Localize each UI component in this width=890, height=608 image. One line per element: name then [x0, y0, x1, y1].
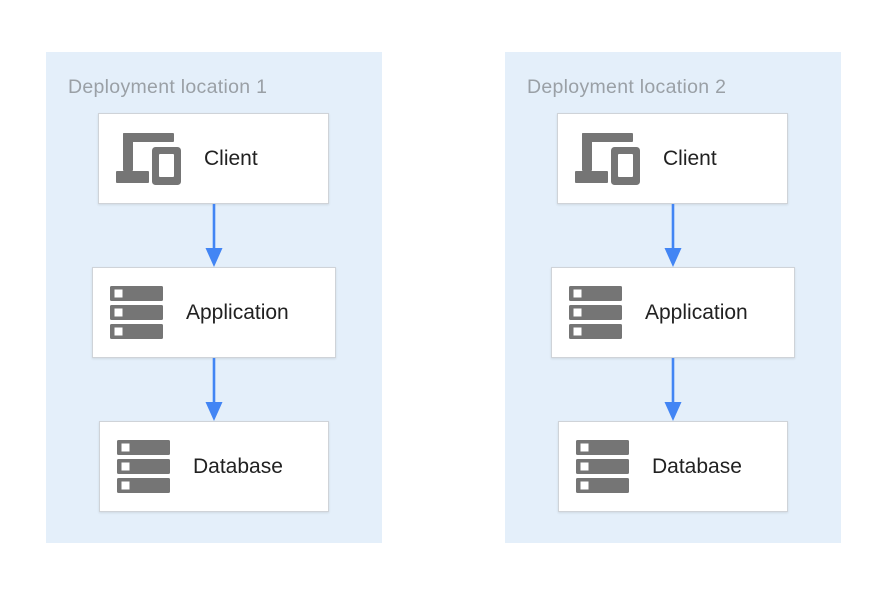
- node-label: Database: [193, 454, 283, 478]
- database-node: Database: [99, 421, 329, 512]
- panel-title: Deployment location 2: [527, 76, 727, 98]
- panel-title: Deployment location 1: [68, 76, 268, 98]
- node-label: Client: [663, 146, 717, 170]
- deployment-location-1-panel: Deployment location 1 Client: [46, 52, 382, 543]
- application-node: Application: [92, 267, 336, 358]
- client-node: Client: [98, 113, 329, 204]
- database-node: Database: [558, 421, 788, 512]
- node-label: Application: [186, 300, 289, 324]
- server-stack-icon: [110, 286, 163, 339]
- server-stack-icon: [569, 286, 622, 339]
- server-stack-icon: [576, 440, 629, 493]
- arrow-down-icon: [664, 204, 682, 267]
- arrow-down-icon: [205, 204, 223, 267]
- node-label: Client: [204, 146, 258, 170]
- devices-icon: [116, 132, 181, 185]
- arrow-down-icon: [664, 358, 682, 421]
- client-node: Client: [557, 113, 788, 204]
- application-node: Application: [551, 267, 795, 358]
- node-label: Application: [645, 300, 748, 324]
- node-label: Database: [652, 454, 742, 478]
- server-stack-icon: [117, 440, 170, 493]
- devices-icon: [575, 132, 640, 185]
- arrow-down-icon: [205, 358, 223, 421]
- deployment-location-2-panel: Deployment location 2 Client: [505, 52, 841, 543]
